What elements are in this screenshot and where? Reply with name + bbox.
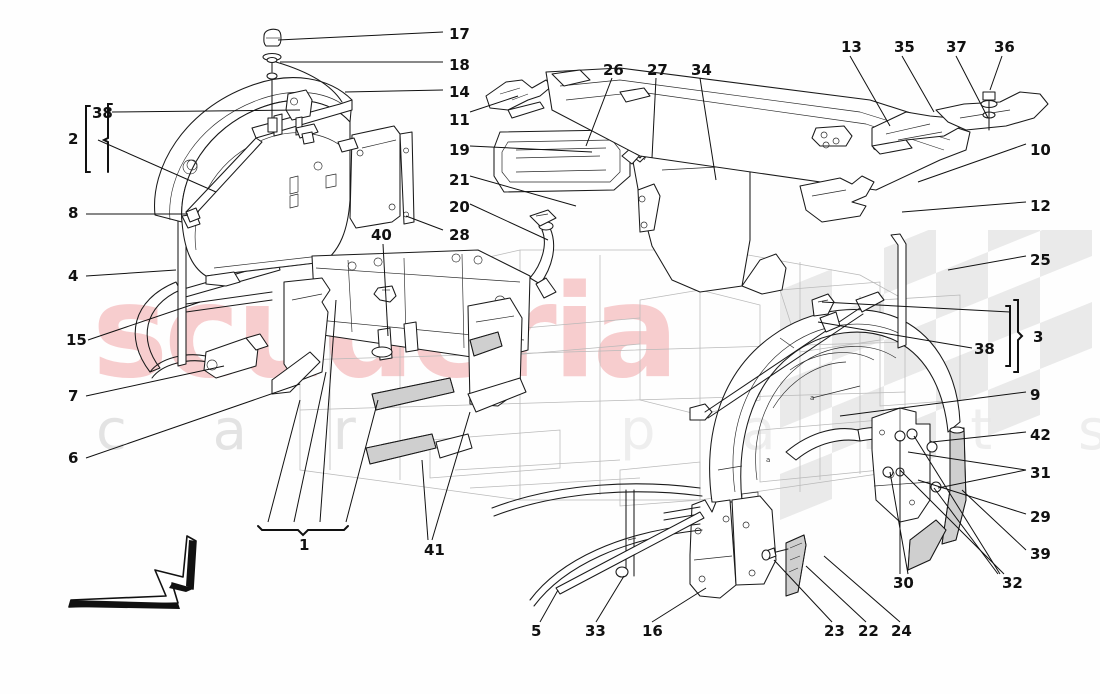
part-5-bar [555, 511, 705, 595]
callout-7[interactable]: 7 [68, 387, 79, 405]
svg-text:a: a [766, 456, 770, 464]
callout-3[interactable]: 3 [1033, 328, 1044, 346]
callout-13[interactable]: 13 [841, 38, 862, 56]
part-11-small-bracket [485, 79, 553, 119]
part-16-lower-liner [689, 495, 777, 599]
part-26-duct-seal [493, 129, 631, 193]
callout-41[interactable]: 41 [424, 541, 445, 559]
callout-19[interactable]: 19 [449, 141, 470, 159]
leader-lines [85, 31, 1027, 623]
callout-29[interactable]: 29 [1030, 508, 1051, 526]
callout-26[interactable]: 26 [603, 61, 624, 79]
part-13-panel [871, 111, 963, 155]
part-17-plug [263, 28, 282, 47]
part-20-bracket [529, 209, 557, 227]
callout-32[interactable]: 32 [1002, 574, 1023, 592]
callout-10[interactable]: 10 [1030, 141, 1051, 159]
callout-16[interactable]: 16 [642, 622, 663, 640]
front-direction-arrow [68, 535, 197, 609]
part-29-right-liner [871, 407, 931, 523]
part-18-washer [262, 52, 282, 133]
callout-9[interactable]: 9 [1030, 386, 1041, 404]
callout-30[interactable]: 30 [893, 574, 914, 592]
callout-25[interactable]: 25 [1030, 251, 1051, 269]
callout-11[interactable]: 11 [449, 111, 470, 129]
callout-35[interactable]: 35 [894, 38, 915, 56]
callout-38-right[interactable]: 38 [974, 340, 995, 358]
callout-40[interactable]: 40 [371, 226, 392, 244]
part-14-seal-strip [275, 61, 343, 103]
callout-1[interactable]: 1 [299, 536, 310, 554]
part-3-longbar [689, 291, 885, 421]
callout-20[interactable]: 20 [449, 198, 470, 216]
callout-4[interactable]: 4 [68, 267, 79, 285]
callout-33[interactable]: 33 [585, 622, 606, 640]
callout-36[interactable]: 36 [994, 38, 1015, 56]
callout-23[interactable]: 23 [824, 622, 845, 640]
callout-12[interactable]: 12 [1030, 197, 1051, 215]
callout-18[interactable]: 18 [449, 56, 470, 74]
callout-28[interactable]: 28 [449, 226, 470, 244]
callout-24[interactable]: 24 [891, 622, 912, 640]
callout-42[interactable]: 42 [1030, 426, 1051, 444]
part-2-front-wheelhouse [153, 77, 415, 287]
bracket-shapes [85, 103, 1024, 537]
callout-2[interactable]: 2 [68, 130, 79, 148]
callout-6[interactable]: 6 [68, 449, 79, 467]
callout-27[interactable]: 27 [647, 61, 668, 79]
part-39-curved-trim [941, 426, 967, 545]
callout-22[interactable]: 22 [858, 622, 879, 640]
part-23-screw [761, 547, 789, 561]
body-shell-ghost [299, 249, 961, 507]
callout-21[interactable]: 21 [449, 171, 470, 189]
svg-text:a: a [810, 394, 814, 402]
callout-38-left[interactable]: 38 [92, 104, 113, 122]
callout-34[interactable]: 34 [691, 61, 712, 79]
callout-17[interactable]: 17 [449, 25, 470, 43]
callout-31[interactable]: 31 [1030, 464, 1051, 482]
callout-15[interactable]: 15 [66, 331, 87, 349]
callout-39[interactable]: 39 [1030, 545, 1051, 563]
callout-5[interactable]: 5 [531, 622, 542, 640]
part-39b-curved-trim [907, 519, 947, 571]
callout-8[interactable]: 8 [68, 204, 79, 222]
part-1-soundproof-panels [271, 277, 527, 465]
part-30-32-bolts [882, 428, 942, 493]
part-22-wedge-shim [785, 534, 807, 597]
part-25-rod [890, 233, 907, 349]
callout-37[interactable]: 37 [946, 38, 967, 56]
callout-14[interactable]: 14 [449, 83, 470, 101]
